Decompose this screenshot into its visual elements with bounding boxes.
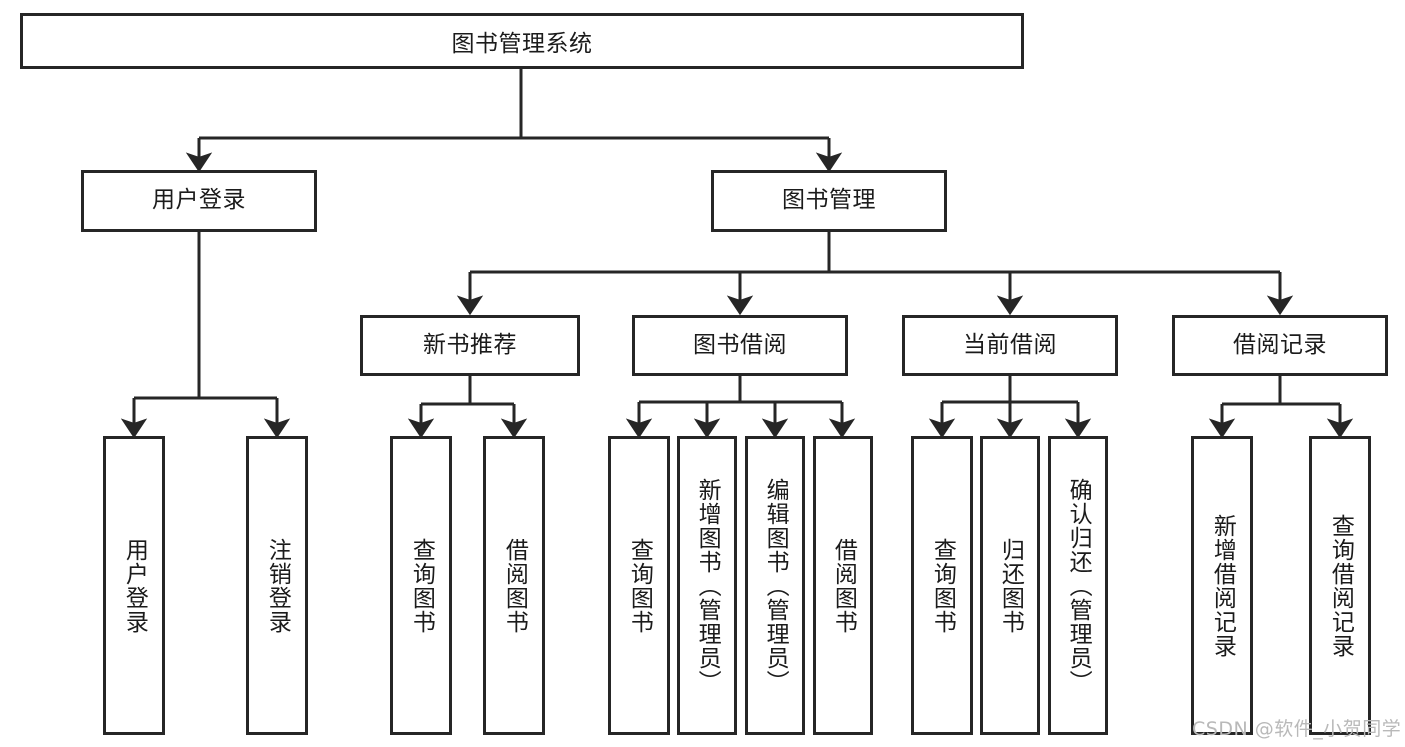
node-label: 查询图书 [626,537,653,634]
node-current-borrow[interactable]: 当前借阅 [902,315,1118,376]
leaf-user-login-login[interactable]: 用户登录 [103,436,165,735]
leaf-book-borrow-edit-book-admin[interactable]: 编辑图书（管理员） [745,436,805,735]
node-borrow-record[interactable]: 借阅记录 [1172,315,1388,376]
node-root-book-management-system[interactable]: 图书管理系统 [20,13,1024,69]
node-label: 查询图书 [408,537,435,634]
node-label: 查询图书 [929,537,956,634]
node-label: 注销登录 [264,537,291,634]
leaf-current-borrow-confirm-return-admin[interactable]: 确认归还（管理员） [1048,436,1108,735]
node-label: 图书管理系统 [451,31,593,57]
leaf-book-borrow-add-book-admin[interactable]: 新增图书（管理员） [677,436,737,735]
node-label: 确认归还（管理员） [1065,477,1092,694]
node-label: 借阅图书 [501,537,528,634]
node-label: 编辑图书（管理员） [762,477,789,694]
leaf-borrow-record-query-record[interactable]: 查询借阅记录 [1309,436,1371,735]
node-label: 新书推荐 [423,331,517,358]
node-book-management[interactable]: 图书管理 [711,170,947,232]
node-label: 用户登录 [121,537,148,634]
leaf-user-login-logout[interactable]: 注销登录 [246,436,308,735]
leaf-new-book-query-book[interactable]: 查询图书 [390,436,452,735]
node-label: 查询借阅记录 [1327,513,1354,658]
leaf-current-borrow-return-book[interactable]: 归还图书 [980,436,1040,735]
node-label: 新增借阅记录 [1209,513,1236,658]
node-book-borrow[interactable]: 图书借阅 [632,315,848,376]
leaf-current-borrow-query-book[interactable]: 查询图书 [911,436,973,735]
node-label: 用户登录 [152,187,246,214]
leaf-new-book-borrow-book[interactable]: 借阅图书 [483,436,545,735]
leaf-borrow-record-add-record[interactable]: 新增借阅记录 [1191,436,1253,735]
node-user-login[interactable]: 用户登录 [81,170,317,232]
csdn-watermark: CSDN @软件_小贺同学 [1192,718,1402,740]
node-label: 借阅记录 [1233,331,1327,358]
node-label: 图书借阅 [693,331,787,358]
leaf-book-borrow-query-book[interactable]: 查询图书 [608,436,670,735]
node-new-book-recommend[interactable]: 新书推荐 [360,315,580,376]
node-label: 新增图书（管理员） [694,477,721,694]
node-label: 图书管理 [782,187,876,214]
node-label: 借阅图书 [830,537,857,634]
node-label: 当前借阅 [963,331,1057,358]
leaf-book-borrow-borrow-book[interactable]: 借阅图书 [813,436,873,735]
node-label: 归还图书 [997,537,1024,634]
